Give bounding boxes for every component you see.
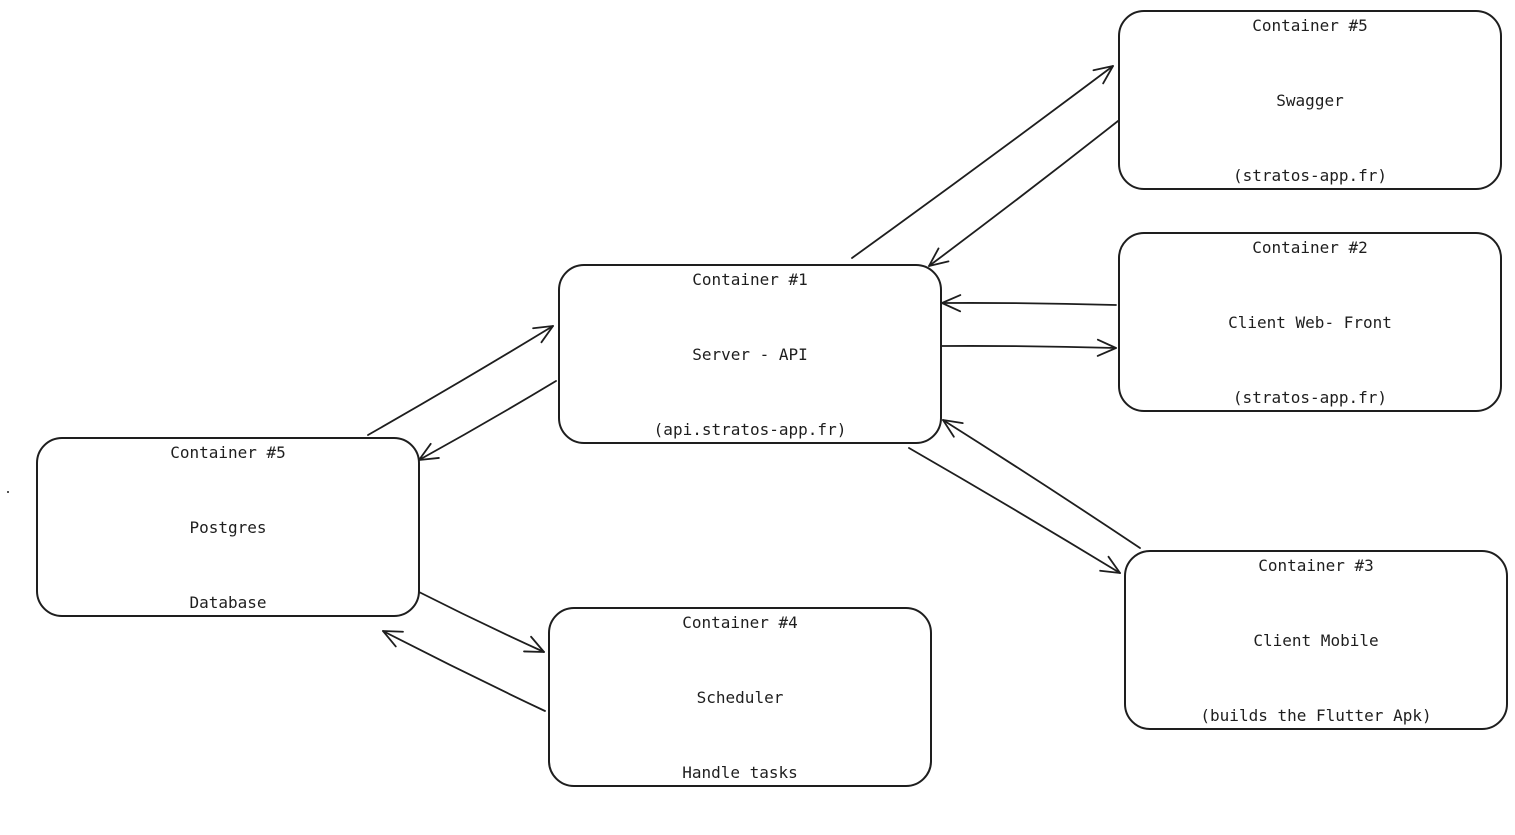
arrow-scheduler-to-postgres	[382, 630, 546, 712]
arrowhead	[532, 325, 554, 344]
node-swagger-label: Container #5 Swagger (stratos-app.fr)	[1232, 15, 1388, 185]
node-postgres-database-label: Container #5 Postgres Database	[170, 442, 286, 612]
arrow-postgres-to-api	[367, 325, 554, 436]
node-api-server-label: Container #1 Server - API (api.stratos-a…	[653, 269, 847, 439]
node-client-mobile: Container #3 Client Mobile (builds the F…	[1124, 550, 1508, 730]
node-scheduler-label: Container #4 Scheduler Handle tasks	[682, 612, 798, 782]
arrowhead	[523, 635, 545, 653]
arrow-line	[382, 630, 546, 712]
arrow-line	[851, 65, 1114, 259]
arrow-line	[941, 345, 1117, 349]
arrow-line	[367, 325, 554, 436]
arrow-line	[941, 302, 1117, 306]
arrow-line	[928, 120, 1119, 267]
arrowhead	[941, 294, 962, 313]
arrow-mobile-to-api	[942, 419, 1141, 549]
arrow-line	[418, 380, 557, 461]
node-client-web-front-label: Container #2 Client Web- Front (stratos-…	[1228, 237, 1392, 407]
arrow-line	[942, 419, 1141, 549]
node-api-server: Container #1 Server - API (api.stratos-a…	[558, 264, 942, 444]
stray-dot	[7, 491, 9, 493]
arrow-line	[908, 447, 1121, 574]
arrow-web-to-api	[941, 294, 1117, 313]
node-client-mobile-label: Container #3 Client Mobile (builds the F…	[1200, 555, 1432, 725]
arrow-line	[416, 590, 545, 653]
arrow-api-to-web	[941, 338, 1117, 357]
arrowhead	[382, 630, 404, 648]
node-postgres-database: Container #5 Postgres Database	[36, 437, 420, 617]
node-client-web-front: Container #2 Client Web- Front (stratos-…	[1118, 232, 1502, 412]
arrow-api-to-swagger	[851, 65, 1114, 259]
arrowhead	[1092, 65, 1114, 85]
node-scheduler: Container #4 Scheduler Handle tasks	[548, 607, 932, 787]
arrow-postgres-to-scheduler	[416, 590, 545, 653]
connections-layer	[367, 65, 1141, 712]
arrow-api-to-mobile	[908, 447, 1121, 574]
arrowhead	[1096, 338, 1117, 357]
architecture-diagram: Container #1 Server - API (api.stratos-a…	[7, 10, 1508, 787]
arrowhead	[928, 247, 950, 267]
arrowhead	[1099, 555, 1121, 574]
arrow-swagger-to-api	[928, 120, 1119, 267]
arrowhead	[942, 419, 964, 438]
node-swagger: Container #5 Swagger (stratos-app.fr)	[1118, 10, 1502, 190]
